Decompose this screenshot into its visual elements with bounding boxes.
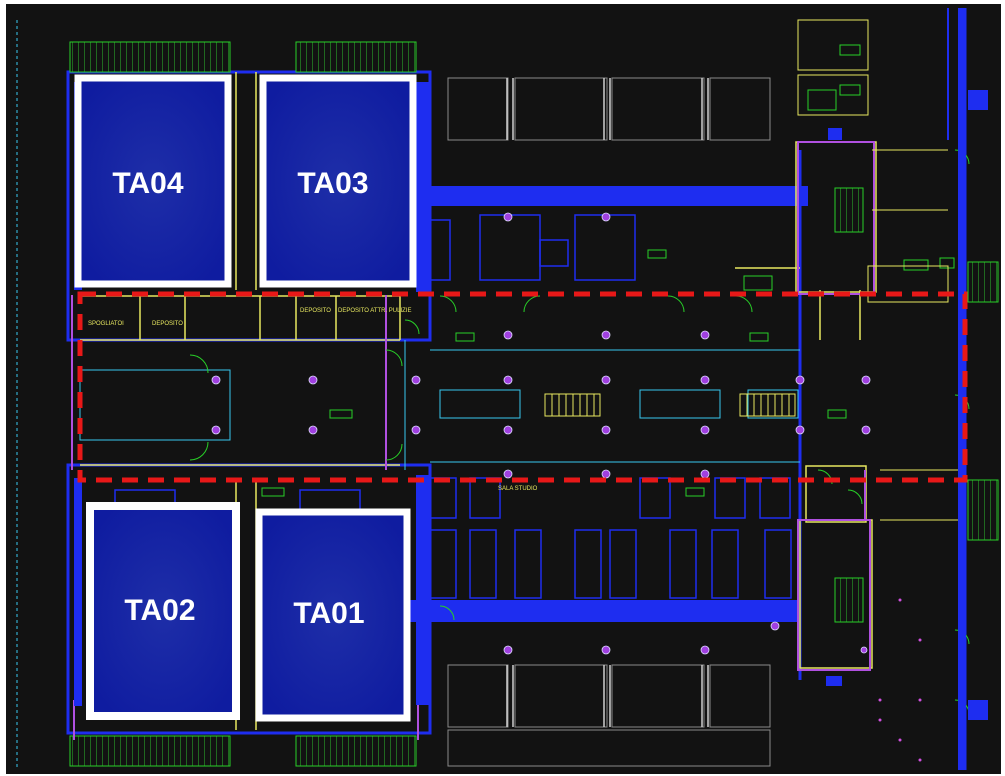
right-wing-details [797, 19, 965, 521]
room-small-labels: SPOGLIATOI DEPOSITO DEPOSITO DEPOSITO AT… [88, 308, 538, 492]
room-ta02[interactable]: TA02 [86, 502, 240, 720]
window-mullions [506, 78, 709, 727]
top-stair-blocks [69, 41, 999, 767]
corridor-stairs [544, 393, 796, 417]
label-deposito-a: DEPOSITO [152, 321, 183, 327]
room-ta01-label: TA01 [293, 597, 364, 630]
room-ta03[interactable]: TA03 [259, 74, 417, 288]
corridor-highlight-path [77, 291, 968, 483]
column-markers [211, 212, 871, 655]
room-ta04-label: TA04 [112, 167, 183, 200]
label-sala-studio: SALA STUDIO [498, 486, 538, 492]
room-ta04[interactable]: TA04 [74, 74, 232, 288]
label-spogliatoi: SPOGLIATOI [88, 321, 124, 327]
top-outlines [447, 77, 771, 767]
room-ta02-label: TA02 [124, 594, 195, 627]
annotation-marks [261, 44, 955, 497]
right-markers [878, 598, 922, 762]
room-ta01[interactable]: TA01 [255, 508, 411, 722]
room-ta03-label: TA03 [297, 167, 368, 200]
label-deposito-b: DEPOSITO [300, 308, 331, 314]
label-deposito-pulizie: DEPOSITO ATTR. PULIZIE [338, 308, 411, 314]
